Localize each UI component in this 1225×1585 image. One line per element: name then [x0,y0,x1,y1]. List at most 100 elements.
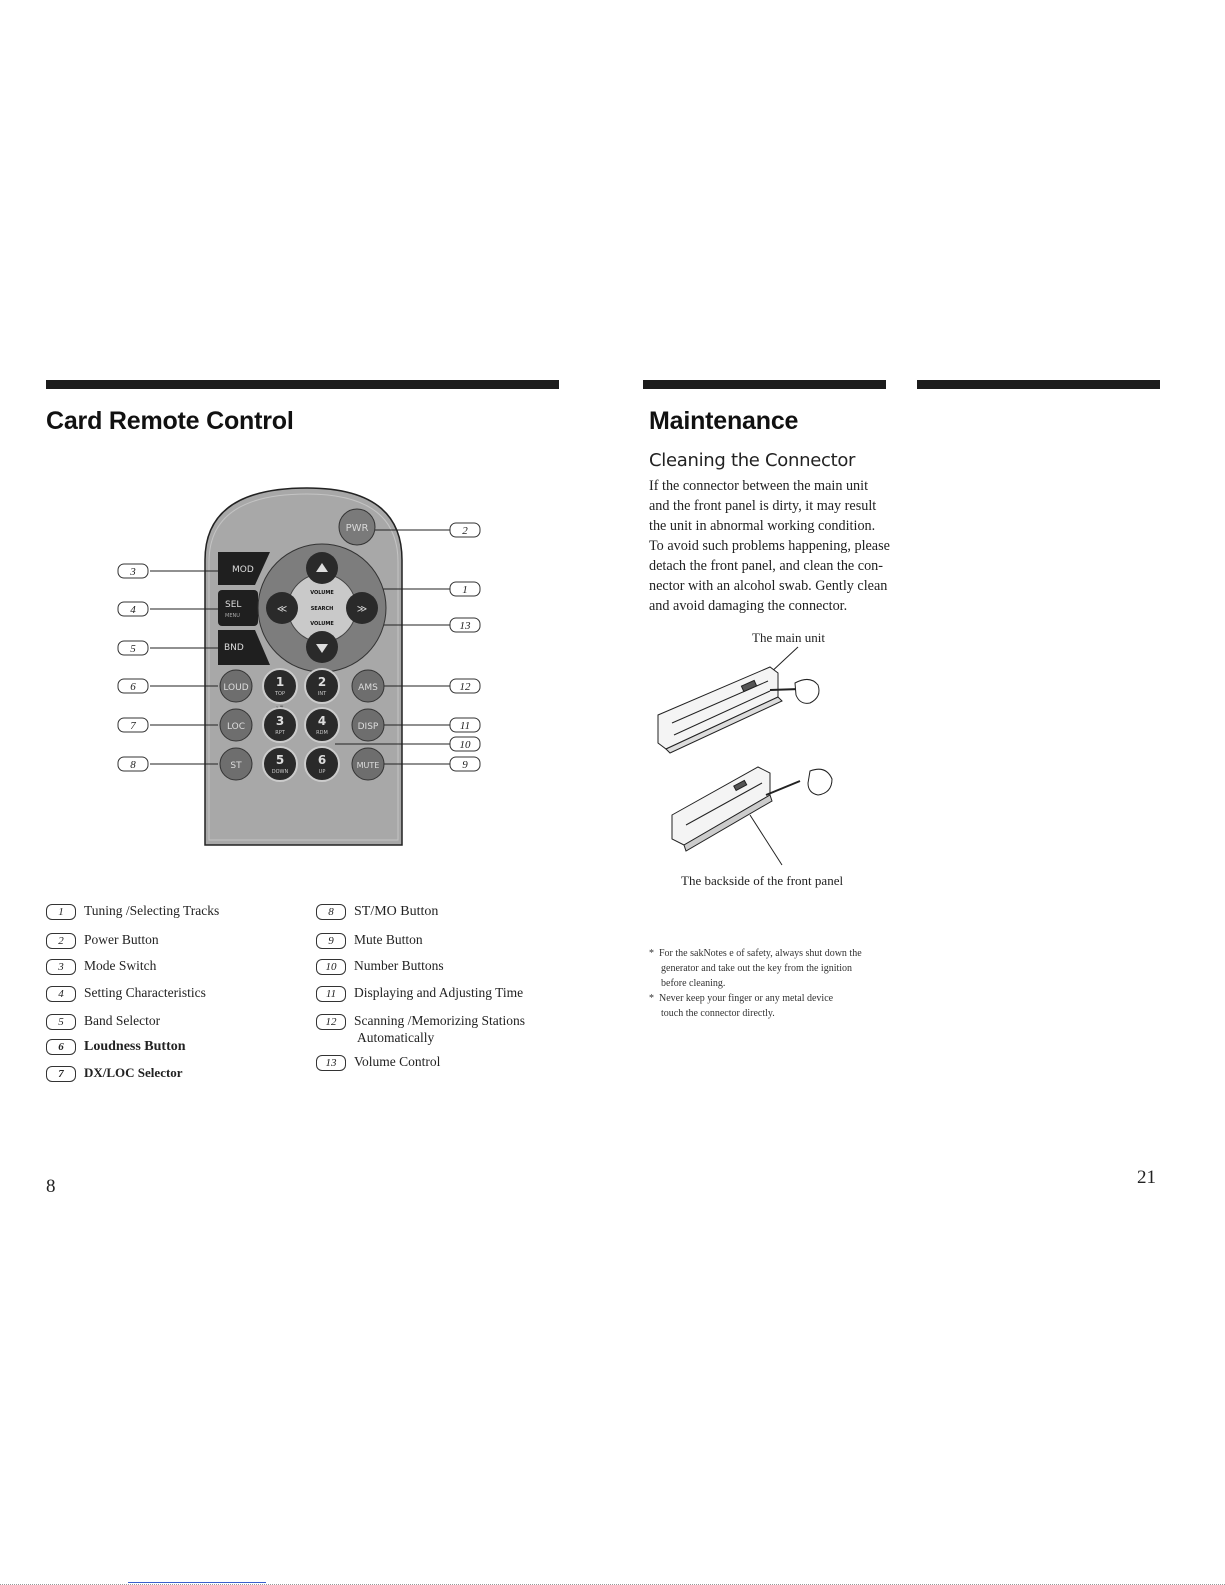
legend-item-13: 13 Volume Control [316,1054,440,1071]
bottom-link-underline [128,1582,266,1583]
paragraph-line: nector with an alcohol swab. Gently clea… [649,578,888,594]
paragraph-line: If the connector between the main unit [649,478,869,494]
legend-label: DX/LOC Selector [84,1065,183,1080]
paragraph-line: and avoid damaging the connector. [649,598,848,614]
loc-button-label: LOC [227,722,245,732]
legend-item-12: 12 Scanning /Memorizing Stations Automati… [316,1013,525,1046]
page-title-right: Maintenance [649,407,799,435]
legend-label: Volume Control [354,1054,441,1069]
maintenance-paragraph: If the connector between the main unit a… [649,476,890,616]
disp-button-label: DISP [358,722,379,732]
svg-text:≫: ≫ [357,604,367,615]
legend-num: 4 [46,985,76,1002]
num-6-sub: UP [319,769,326,775]
legend-label: Power Button [84,932,159,947]
num-4-sub: RDM [316,730,328,736]
svg-text:≪: ≪ [277,604,287,615]
legend-label-continued: Automatically [357,1029,435,1045]
legend-item-7: 7 DX/LOC Selector [46,1065,183,1083]
callout-12: 12 [460,681,472,693]
num-2-label: 2 [318,675,326,689]
num-5-sub: DOWN [272,769,289,775]
page-number-left: 8 [46,1176,56,1197]
num-4-label: 4 [318,714,326,728]
legend-item-10: 10 Number Buttons [316,958,444,975]
legend-item-3: 3 Mode Switch [46,958,156,975]
right-header-bar-2 [917,380,1160,389]
num-2-sub: INT [318,691,327,697]
callout-6: 6 [130,681,136,693]
paragraph-line: detach the front panel, and clean the co… [649,558,883,574]
section-subtitle: Cleaning the Connector [649,450,856,471]
front-panel-caption: The backside of the front panel [681,873,844,888]
legend-item-11: 11 Displaying and Adjusting Time [316,985,523,1002]
sel-menu-label: MENU [225,613,240,619]
legend-num: 11 [316,985,346,1002]
legend-label: Number Buttons [354,958,444,973]
mute-button-label: MUTE [357,761,380,770]
paragraph-line: the unit in abnormal working condition. [649,518,876,534]
legend-num: 13 [316,1054,346,1071]
callout-7: 7 [130,720,136,732]
legend-num: 2 [46,932,76,949]
legend-num: 8 [316,904,346,920]
callout-13: 13 [460,620,472,632]
legend-num: 9 [316,932,346,949]
paragraph-line: and the front panel is dirty, it may res… [649,498,877,514]
legend-num: 5 [46,1013,76,1030]
legend-label: Mode Switch [84,958,157,973]
remote-control-illustration: 3 4 5 6 7 8 2 1 13 12 11 10 9 PWR MOD SE… [117,487,481,846]
callout-9: 9 [462,759,468,771]
legend-num: 12 [316,1013,346,1030]
num-5-label: 5 [276,753,284,767]
callout-5: 5 [130,643,136,655]
right-header-bar-1 [643,380,886,389]
st-button-label: ST [230,761,242,771]
legend-label: Band Selector [84,1013,161,1028]
legend-num: 10 [316,958,346,975]
left-header-bar [46,380,559,389]
callout-3: 3 [129,566,136,578]
num-3-label: 3 [276,714,284,728]
paragraph-line: To avoid such problems happening, please [649,538,890,554]
callout-1: 1 [462,584,468,596]
legend-item-6: 6 Loudness Button [46,1039,186,1055]
note-2-line-2: touch the connector directly. [661,1008,775,1019]
sel-button-label: SEL [225,600,241,610]
legend-num: 3 [46,958,76,975]
search-label: SEARCH [311,606,334,612]
legend-num: 6 [46,1039,76,1055]
legend-label: Setting Characteristics [84,985,206,1000]
legend-label: Loudness Button [84,1039,186,1055]
note-bullet: * [649,948,654,959]
page-number-right: 21 [1137,1167,1156,1188]
note-text: Never keep your finger or any metal devi… [659,993,834,1004]
legend-num: 7 [46,1066,76,1083]
legend-label: Scanning /Memorizing Stations [354,1013,525,1028]
legend-label: Tuning /Selecting Tracks [84,903,220,918]
legend-label: Mute Button [354,932,423,947]
mod-button-label: MOD [232,565,254,575]
safety-notes: * For the sakNotes e of safety, always s… [649,946,862,1021]
loud-button-label: LOUD [223,683,248,693]
callout-4: 4 [130,604,136,616]
callout-10: 10 [460,739,472,751]
callout-8: 8 [130,759,136,771]
num-6-label: 6 [318,753,326,767]
callout-2: 2 [462,525,468,537]
legend-label: Displaying and Adjusting Time [354,985,524,1000]
connector-cleaning-illustration [657,646,833,866]
ams-button-label: AMS [358,683,378,693]
main-unit-caption: The main unit [752,630,825,645]
note-1-line-2: generator and take out the key from the … [661,963,853,974]
callout-11: 11 [460,720,470,732]
pwr-button-label: PWR [346,523,369,534]
volume-down-label: VOLUME [310,621,334,627]
note-1-line-3: before cleaning. [661,978,726,989]
legend-item-5: 5 Band Selector [46,1013,160,1030]
legend-item-9: 9 Mute Button [316,932,423,949]
legend-item-4: 4 Setting Characteristics [46,985,206,1002]
note-2: * Never keep your finger or any metal de… [649,991,862,1006]
